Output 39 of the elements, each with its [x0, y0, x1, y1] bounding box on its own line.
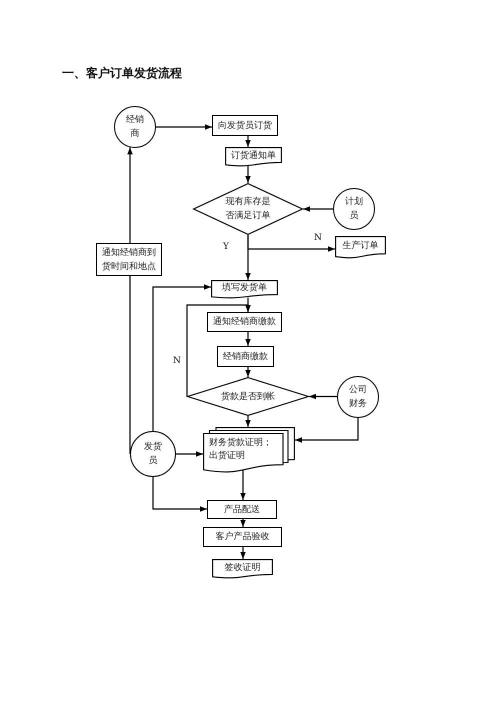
- arrow: [245, 166, 251, 183]
- arrow: [152, 477, 207, 512]
- arrow: [245, 136, 251, 147]
- arrow: [245, 332, 251, 346]
- process-box: 通知经销商缴款: [207, 312, 282, 332]
- arrow: [245, 367, 251, 377]
- actor-circle: 经销商: [114, 106, 156, 148]
- actor-circle: 计划员: [333, 188, 375, 230]
- arrow: [156, 124, 212, 130]
- process-box: 经销商缴款: [217, 346, 274, 367]
- process-box: 通知经销商到货时间和地点: [96, 243, 162, 276]
- arrow: [186, 304, 251, 396]
- document-shape: 填写发货单: [211, 280, 278, 299]
- arrow: [309, 394, 337, 400]
- edge-label: N: [172, 356, 182, 366]
- edge-label: N: [313, 233, 323, 243]
- actor-circle: 公司财务: [337, 376, 379, 418]
- arrow: [245, 235, 251, 280]
- arrow: [295, 418, 359, 443]
- arrow: [240, 547, 246, 559]
- process-box: 客户产品验收: [203, 527, 282, 547]
- edge-label: Y: [222, 242, 230, 252]
- arrow: [240, 470, 246, 500]
- title: 一、客户订单发货流程: [62, 66, 182, 80]
- connector-line: [129, 276, 131, 454]
- actor-circle: 发货员: [130, 431, 176, 477]
- decision-diamond: 货款是否到帐: [187, 377, 309, 416]
- process-box: 产品配送: [207, 500, 277, 519]
- arrow: [303, 206, 333, 212]
- arrow: [240, 519, 246, 527]
- arrow: [245, 416, 251, 427]
- arrow: [176, 451, 203, 457]
- document-shape: 生产订单: [335, 236, 386, 259]
- arrow: [152, 284, 211, 431]
- document-shape: 签收证明: [212, 559, 273, 579]
- process-box: 向发货员订货: [212, 115, 278, 136]
- document-shape: 订货通知单: [225, 147, 282, 167]
- decision-diamond: 现有库存是否满足订单: [193, 183, 303, 235]
- arrow: [127, 147, 133, 243]
